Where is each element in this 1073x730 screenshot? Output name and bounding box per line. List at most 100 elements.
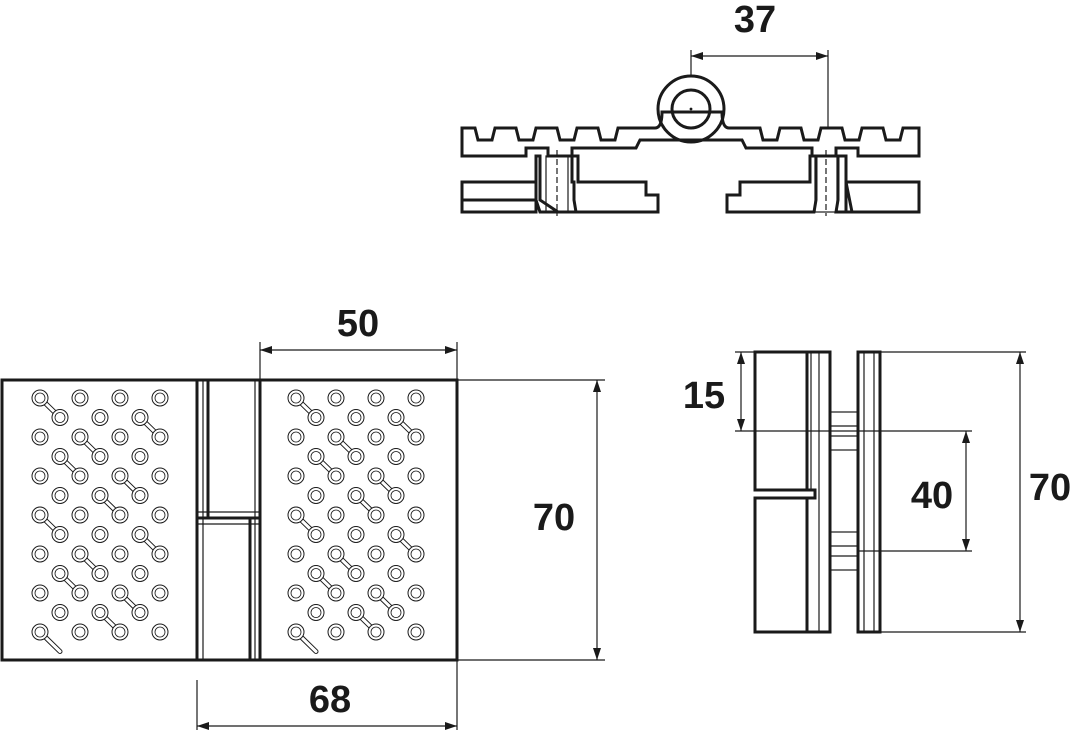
- grip-pad-inner: [154, 392, 166, 404]
- grip-pad-inner: [54, 412, 66, 423]
- grip-pad-inner: [330, 431, 342, 443]
- grip-pad-inner: [74, 548, 86, 560]
- grip-pad: [151, 623, 169, 641]
- grip-pad: [91, 526, 109, 543]
- grip-pad: [387, 409, 405, 426]
- grip-pad-inner: [390, 412, 402, 423]
- grip-pad: [327, 506, 345, 524]
- grip-pad: [287, 623, 305, 641]
- grip-pad: [91, 565, 109, 582]
- grip-pad: [287, 506, 305, 524]
- grip-pad-inner: [94, 568, 106, 579]
- grip-pad-inner: [350, 607, 362, 618]
- grip-pad: [347, 526, 365, 543]
- grip-pad-inner: [154, 431, 166, 443]
- grip-pad-inner: [34, 626, 46, 638]
- grip-pad: [327, 467, 345, 485]
- grip-pad: [131, 565, 149, 582]
- grip-pad-inner: [74, 392, 86, 404]
- top-clamp-left-plate: [460, 180, 538, 214]
- grip-pad: [131, 487, 149, 504]
- grip-pad-inner: [54, 607, 66, 618]
- grip-pad-inner: [330, 509, 342, 521]
- grip-pad-inner: [154, 587, 166, 599]
- side-view: 15 40 70: [683, 350, 1071, 634]
- grip-pad-inner: [54, 529, 66, 540]
- grip-pad: [111, 389, 129, 407]
- grip-pad: [91, 604, 109, 621]
- grip-pad-inner: [410, 392, 422, 404]
- grip-pad-inner: [370, 626, 382, 638]
- grip-pad: [31, 389, 49, 407]
- grip-pad: [407, 389, 425, 407]
- grip-pad-inner: [94, 412, 106, 423]
- grip-pad-inner: [74, 509, 86, 521]
- grip-pad: [347, 409, 365, 426]
- grip-pad-inner: [134, 451, 146, 462]
- grip-pad-inner: [410, 470, 422, 482]
- grip-pad: [287, 584, 305, 602]
- grip-pad: [387, 526, 405, 543]
- grip-pad: [307, 487, 325, 504]
- grip-pad-inner: [94, 529, 106, 540]
- grip-pad-inner: [390, 607, 402, 618]
- grip-pad-inner: [310, 607, 322, 618]
- side-upper-block: [753, 350, 809, 492]
- grip-pad-inner: [290, 587, 302, 599]
- grip-pad-inner: [54, 568, 66, 579]
- grip-pad: [131, 448, 149, 465]
- grip-pad-inner: [350, 490, 362, 501]
- front-hinge-upper: [195, 378, 262, 520]
- grip-pad-inner: [330, 470, 342, 482]
- grip-pad-inner: [114, 587, 126, 599]
- top-clamp-right: [725, 154, 818, 214]
- grip-pad-inner: [114, 626, 126, 638]
- grip-pad: [91, 487, 109, 504]
- grip-pad: [407, 467, 425, 485]
- grip-pad: [307, 409, 325, 426]
- grip-pad: [347, 448, 365, 465]
- dim-label-37: 37: [734, 0, 776, 41]
- dim-label-15: 15: [683, 375, 725, 417]
- front-view: 50 68 70: [0, 303, 605, 730]
- grip-pad-inner: [134, 607, 146, 618]
- grip-pad-inner: [370, 470, 382, 482]
- grip-pad-inner: [310, 529, 322, 540]
- grip-pad-inner: [154, 509, 166, 521]
- grip-pad-inner: [370, 548, 382, 560]
- grip-pad-inner: [410, 509, 422, 521]
- grip-pad: [387, 448, 405, 465]
- grip-pad: [31, 467, 49, 485]
- grip-pad-inner: [410, 626, 422, 638]
- grip-pad-inner: [154, 548, 166, 560]
- grip-pad-inner: [350, 451, 362, 462]
- grip-pad: [151, 389, 169, 407]
- grip-pad-inner: [290, 626, 302, 638]
- grip-pad-inner: [54, 451, 66, 462]
- grip-pad: [31, 545, 49, 563]
- grip-pad-inner: [34, 509, 46, 521]
- grip-pad: [31, 428, 49, 446]
- grip-pad: [31, 506, 49, 524]
- grip-pad-inner: [94, 607, 106, 618]
- grip-pad-inner: [290, 509, 302, 521]
- grip-pad: [367, 389, 385, 407]
- grip-pad: [367, 506, 385, 524]
- grip-pad: [91, 448, 109, 465]
- grip-pad-inner: [370, 587, 382, 599]
- grip-pad: [327, 623, 345, 641]
- grip-pad-inner: [390, 568, 402, 579]
- grip-pad-inner: [370, 509, 382, 521]
- top-knuckle-pin-hole: [670, 88, 712, 130]
- grip-pad-inner: [34, 587, 46, 599]
- grip-pad: [347, 604, 365, 621]
- grip-pad: [151, 506, 169, 524]
- grip-pad: [31, 584, 49, 602]
- grip-pad-inner: [350, 529, 362, 540]
- grip-pad: [307, 565, 325, 582]
- grip-pad: [287, 545, 305, 563]
- grip-pad: [407, 506, 425, 524]
- grip-pad: [71, 428, 89, 446]
- grip-pad: [367, 545, 385, 563]
